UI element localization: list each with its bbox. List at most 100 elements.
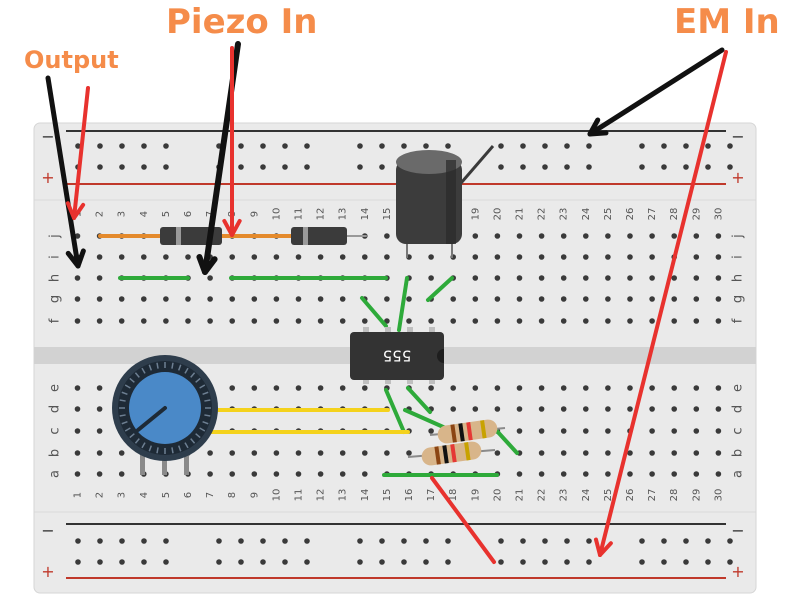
arrow-em-black-shaft	[587, 47, 725, 137]
column-label: 16	[404, 489, 415, 502]
rail-hole	[357, 143, 363, 149]
rail-hole	[401, 559, 407, 565]
pot-tick	[204, 414, 211, 417]
hole	[516, 385, 523, 391]
hole	[362, 450, 368, 456]
hole	[583, 296, 589, 302]
column-label: 22	[537, 489, 548, 502]
row-label: g	[48, 295, 63, 303]
pot-tick	[141, 442, 146, 449]
diode-band	[176, 227, 181, 245]
pot-tick	[141, 367, 146, 374]
rail-hole	[379, 559, 385, 565]
hole	[472, 254, 479, 260]
hole	[583, 233, 589, 239]
hole	[538, 450, 545, 456]
rail-hole	[423, 538, 429, 544]
row-label: f	[48, 318, 63, 323]
hole	[273, 318, 280, 324]
hole	[605, 318, 611, 324]
ic-label: 555	[383, 347, 412, 365]
rail-hole	[238, 164, 244, 170]
resistor-band	[466, 422, 473, 441]
pot-tick	[171, 362, 174, 369]
hole	[472, 275, 479, 281]
hole	[362, 471, 368, 477]
column-label: 18	[448, 489, 459, 502]
ic-notch	[437, 349, 444, 363]
column-label: 9	[249, 211, 260, 217]
wire-green	[426, 276, 454, 302]
rail-hole	[683, 559, 689, 565]
hole	[516, 318, 523, 324]
row-label: h	[731, 274, 746, 282]
hole	[362, 318, 368, 324]
rail-hole	[260, 559, 266, 565]
arrow-em-black-head	[587, 117, 609, 137]
hole	[472, 296, 479, 302]
column-label: 26	[625, 208, 636, 221]
pot-tick	[148, 445, 153, 452]
hole	[472, 233, 479, 239]
hole	[317, 318, 324, 324]
hole	[605, 233, 611, 239]
column-label: 30	[713, 489, 724, 502]
rail-hole	[163, 143, 169, 149]
rail-hole	[727, 143, 733, 149]
column-label: 29	[691, 489, 702, 502]
rail-hole	[357, 559, 363, 565]
hole	[141, 318, 147, 324]
hole	[715, 471, 722, 477]
hole	[560, 233, 567, 239]
rail-hole	[141, 538, 147, 544]
hole	[715, 275, 722, 281]
column-label: 28	[669, 489, 680, 502]
hole	[317, 254, 324, 260]
hole	[671, 233, 677, 239]
pot-tick	[184, 367, 189, 374]
rail-hole	[75, 143, 81, 149]
hole	[74, 233, 81, 239]
hole	[229, 318, 235, 324]
pot-tick	[129, 433, 135, 439]
hole	[185, 318, 191, 324]
hole	[295, 450, 302, 456]
rail-hole	[727, 538, 733, 544]
hole	[317, 471, 324, 477]
rail-hole	[586, 164, 592, 170]
row-label: h	[48, 274, 63, 282]
rail-sign: −	[41, 521, 54, 540]
hole	[384, 450, 390, 456]
column-label: 5	[161, 492, 172, 498]
hole	[627, 233, 633, 239]
hole	[560, 275, 567, 281]
hole	[339, 296, 346, 302]
hole	[538, 471, 545, 477]
hole	[560, 296, 567, 302]
pot-tick	[129, 377, 135, 383]
hole	[141, 254, 147, 260]
hole	[516, 296, 523, 302]
rail-hole	[282, 164, 288, 170]
hole	[494, 406, 501, 412]
hole	[494, 233, 501, 239]
rail-hole	[238, 559, 244, 565]
rail-hole	[141, 143, 147, 149]
hole	[649, 471, 655, 477]
rail-hole	[520, 538, 526, 544]
rail-hole	[282, 559, 288, 565]
hole	[671, 385, 677, 391]
row-label: a	[48, 470, 63, 478]
arrow-output-black	[45, 75, 86, 269]
resistor-2	[421, 441, 482, 466]
arrow-em-red-shaft	[598, 50, 728, 557]
rail-hole	[216, 538, 222, 544]
hole	[273, 254, 280, 260]
rail-hole	[586, 538, 592, 544]
hole	[649, 275, 655, 281]
column-label: 24	[581, 208, 592, 221]
hole	[560, 318, 567, 324]
pot-tick	[124, 384, 131, 389]
hole	[74, 450, 81, 456]
